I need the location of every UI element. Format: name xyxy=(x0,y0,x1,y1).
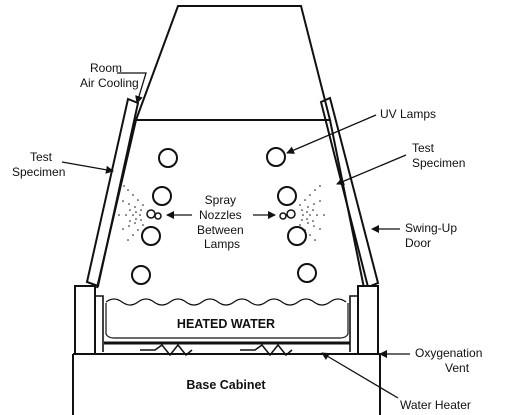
nozzle-left-a xyxy=(146,209,156,219)
arrow-room-air-cooling xyxy=(117,72,147,104)
test-specimen-left-panel xyxy=(85,97,140,288)
label-swing-up-door: Swing-Up Door xyxy=(405,221,460,250)
spray-mist-right xyxy=(299,185,325,241)
label-base-cabinet: Base Cabinet xyxy=(186,378,266,392)
water-surface xyxy=(105,298,347,306)
tank-wall-left xyxy=(74,285,96,355)
uv-lamp-right-4 xyxy=(297,263,317,283)
label-water-heater: Water Heater xyxy=(400,398,471,412)
uv-lamps xyxy=(131,147,317,285)
nozzle-right-b xyxy=(286,209,296,219)
uv-lamp-right-2 xyxy=(277,186,297,206)
arrow-water-heater xyxy=(321,352,399,399)
label-spray-nozzles: Spray Nozzles Between Lamps xyxy=(197,193,247,251)
test-specimen-right-panel xyxy=(319,96,380,289)
uv-lamp-left-2 xyxy=(152,186,172,206)
tank-wall-right xyxy=(357,285,379,355)
uv-lamp-right-1 xyxy=(266,147,286,167)
chamber-hood xyxy=(134,5,332,121)
label-uv-lamps: UV Lamps xyxy=(380,107,436,121)
uv-lamp-left-3 xyxy=(141,226,161,246)
uv-lamp-left-1 xyxy=(158,148,178,168)
uv-lamp-right-3 xyxy=(287,226,307,246)
label-test-specimen-right: Test Specimen xyxy=(412,141,465,170)
labels: Room Air Cooling Test Specimen UV Lamps … xyxy=(12,61,486,412)
label-oxygenation-vent: Oxygenation Vent xyxy=(415,346,486,375)
label-room-air-cooling: Room Air Cooling xyxy=(80,61,139,90)
label-heated-water: HEATED WATER xyxy=(177,317,275,331)
arrow-test-specimen-right xyxy=(336,154,407,185)
spray-mist-left xyxy=(118,185,144,241)
nozzle-right-a xyxy=(279,212,287,220)
arrow-test-specimen-left xyxy=(61,161,114,174)
spray-nozzles xyxy=(146,209,296,220)
leader-lines xyxy=(61,72,410,399)
arrow-uv-lamps xyxy=(286,114,377,154)
nozzle-left-b xyxy=(154,212,162,220)
uv-lamp-left-4 xyxy=(131,265,151,285)
label-test-specimen-left: Test Specimen xyxy=(12,150,65,179)
